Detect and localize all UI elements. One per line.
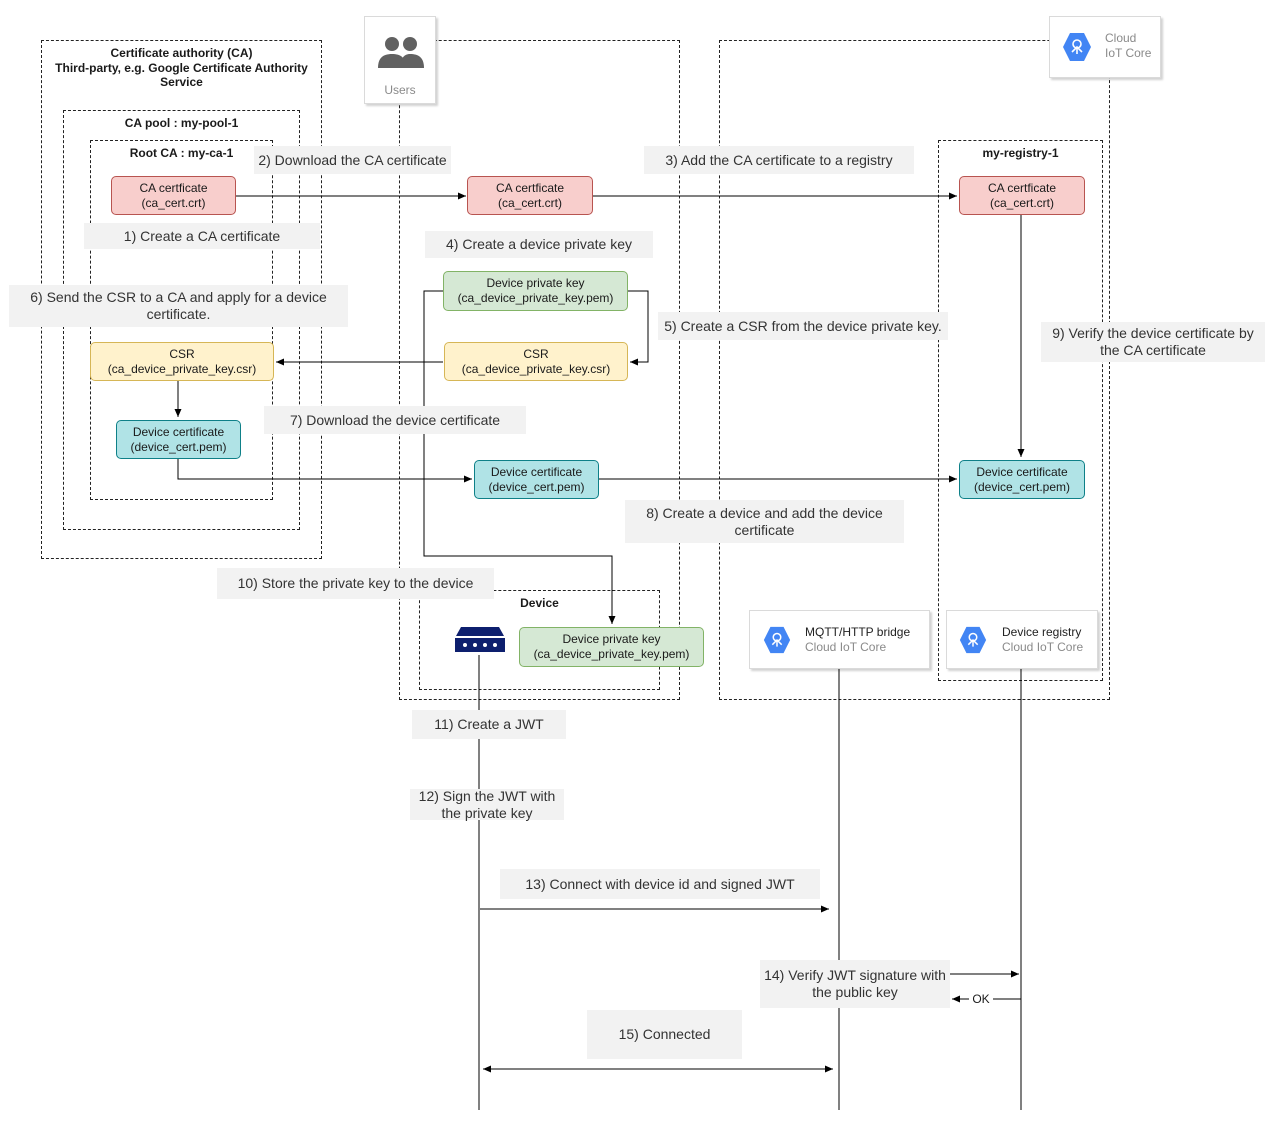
arrow-create-csr bbox=[628, 290, 649, 366]
device-key-box-device-line1: Device private key bbox=[562, 632, 661, 646]
ca-title-line1: Certificate authority (CA) bbox=[110, 46, 253, 60]
csr-box-user-line1: CSR bbox=[523, 346, 549, 361]
step-13-label: 13) Connect with device id and signed JW… bbox=[500, 869, 820, 899]
ca-cert-box-registry-line2: (ca_cert.crt) bbox=[989, 195, 1054, 210]
csr-box-user: CSR (ca_device_private_key.csr) bbox=[444, 342, 628, 381]
cloud-iot-core-icon bbox=[763, 626, 791, 654]
device-key-box-device: Device private key (ca_device_private_ke… bbox=[519, 627, 704, 667]
cloud-lane bbox=[719, 40, 1110, 700]
step-2-label: 2) Download the CA certificate bbox=[254, 146, 451, 174]
users-lane bbox=[399, 40, 680, 700]
registry-title: my-registry-1 bbox=[982, 146, 1059, 160]
step-3-label: 3) Add the CA certificate to a registry bbox=[644, 146, 914, 174]
step-8-label: 8) Create a device and add the device ce… bbox=[625, 500, 904, 543]
arrow-download-device-cert bbox=[177, 459, 472, 483]
csr-box-ca-line2: (ca_device_private_key.csr) bbox=[107, 361, 257, 376]
step-11-label: 11) Create a JWT bbox=[412, 710, 566, 739]
device-registry-title: Device registry bbox=[1002, 625, 1082, 639]
mqtt-bridge-title: MQTT/HTTP bridge bbox=[805, 625, 911, 639]
cloud-iot-core-icon bbox=[959, 626, 987, 654]
device-cert-box-registry-line2: (device_cert.pem) bbox=[973, 479, 1071, 494]
step-10-label: 10) Store the private key to the device bbox=[217, 568, 494, 599]
step-5-label: 5) Create a CSR from the device private … bbox=[658, 312, 948, 340]
device-cert-box-ca-line2: (device_cert.pem) bbox=[130, 439, 227, 454]
arrow-store-key bbox=[423, 290, 616, 624]
ca-cert-box-ca: CA certficate (ca_cert.crt) bbox=[111, 176, 236, 215]
cloud-iot-core-icon bbox=[1063, 33, 1091, 61]
users-label: Users bbox=[384, 83, 416, 97]
step-15-label: 15) Connected bbox=[587, 1010, 742, 1059]
ca-title-line2: Third-party, e.g. Google Certificate Aut… bbox=[55, 60, 308, 75]
device-key-box-user-line1: Device private key bbox=[486, 276, 585, 290]
ca-cert-box-user-line2: (ca_cert.crt) bbox=[497, 195, 562, 210]
device-key-box-device-line2: (ca_device_private_key.pem) bbox=[533, 647, 690, 661]
mqtt-bridge-sub: Cloud IoT Core bbox=[805, 640, 887, 654]
ca-cert-box-registry-line1: CA certficate bbox=[987, 180, 1057, 195]
step-9-label: 9) Verify the device certificate by the … bbox=[1041, 322, 1265, 362]
ca-cert-box-user-line1: CA certficate bbox=[495, 180, 565, 195]
device-cert-box-user-line2: (device_cert.pem) bbox=[488, 479, 585, 494]
ca-group-title: Certificate authority (CA) Third-party, … bbox=[41, 46, 322, 90]
router-device-icon bbox=[455, 627, 505, 652]
device-cert-box-user-line1: Device certificate bbox=[490, 464, 583, 479]
users-card: Users bbox=[364, 16, 436, 104]
ca-cert-box-registry: CA certficate (ca_cert.crt) bbox=[959, 176, 1085, 215]
csr-box-ca-line1: CSR bbox=[169, 346, 195, 361]
device-key-box-user-line2: (ca_device_private_key.pem) bbox=[457, 291, 614, 305]
device-cert-box-registry: Device certificate (device_cert.pem) bbox=[959, 460, 1085, 499]
device-registry-card: Device registry Cloud IoT Core bbox=[946, 610, 1098, 669]
cloud-iot-card: Cloud IoT Core bbox=[1049, 16, 1161, 78]
step-12-label: 12) Sign the JWT with the private key bbox=[410, 788, 564, 821]
device-cert-box-ca: Device certificate (device_cert.pem) bbox=[116, 420, 241, 459]
ca-cert-box-user: CA certficate (ca_cert.crt) bbox=[467, 176, 593, 215]
step-7-label: 7) Download the device certificate bbox=[264, 406, 526, 434]
ca-title-line3: Service bbox=[160, 75, 203, 89]
device-cert-box-ca-line1: Device certificate bbox=[132, 424, 225, 439]
cloud-iot-line2: IoT Core bbox=[1105, 46, 1152, 60]
device-group-title: Device bbox=[520, 596, 559, 610]
step-14-label: 14) Verify JWT signature with the public… bbox=[760, 960, 950, 1008]
users-icon bbox=[378, 37, 424, 68]
ok-label: OK bbox=[969, 992, 993, 1007]
step-1-label: 1) Create a CA certificate bbox=[84, 223, 320, 249]
csr-box-user-line2: (ca_device_private_key.csr) bbox=[461, 361, 611, 376]
ca-cert-box-ca-line1: CA certficate bbox=[139, 180, 208, 195]
ca-cert-box-ca-line2: (ca_cert.crt) bbox=[141, 195, 206, 210]
device-cert-box-registry-line1: Device certificate bbox=[976, 464, 1068, 479]
mqtt-bridge-card: MQTT/HTTP bridge Cloud IoT Core bbox=[749, 610, 930, 669]
root-ca-title: Root CA : my-ca-1 bbox=[129, 146, 234, 160]
cloud-iot-line1: Cloud bbox=[1105, 31, 1137, 45]
device-registry-sub: Cloud IoT Core bbox=[1002, 640, 1084, 654]
device-key-box-user: Device private key (ca_device_private_ke… bbox=[443, 271, 628, 311]
ca-pool-title: CA pool : my-pool-1 bbox=[124, 116, 239, 130]
csr-box-ca: CSR (ca_device_private_key.csr) bbox=[90, 342, 274, 381]
step-6-label: 6) Send the CSR to a CA and apply for a … bbox=[9, 285, 348, 327]
step-4-label: 4) Create a device private key bbox=[425, 231, 653, 258]
device-cert-box-user: Device certificate (device_cert.pem) bbox=[474, 460, 599, 499]
